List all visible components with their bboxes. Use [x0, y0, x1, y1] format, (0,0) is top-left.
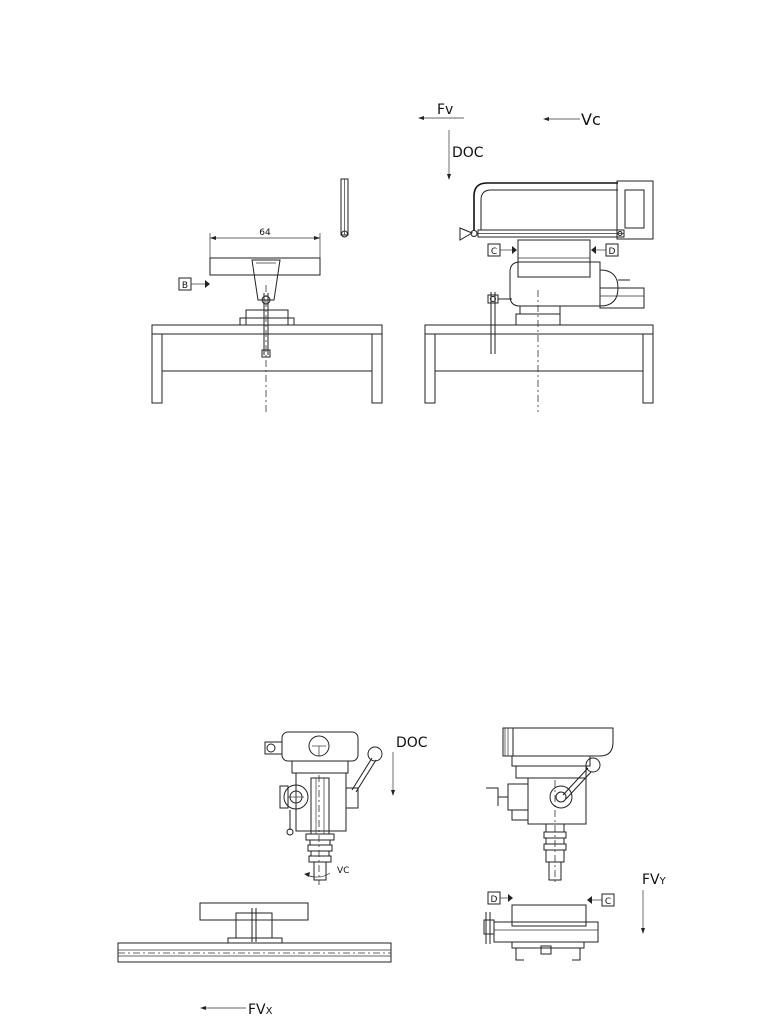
lever-knob-left — [367, 746, 383, 762]
datum-b-label: B — [182, 281, 188, 291]
doc-top-label: DOC — [452, 145, 484, 161]
fvx-label: FVX — [248, 1002, 273, 1018]
arrow-fv: Fv — [418, 102, 464, 120]
long-table — [117, 942, 392, 963]
top-right-view: Fv Vc DOC — [418, 102, 654, 412]
machine-table-right — [424, 324, 654, 404]
dimension-64: 64 — [209, 228, 321, 258]
datum-c-top: C — [487, 243, 517, 257]
cutter-left — [313, 861, 327, 881]
fvy-sub: Y — [659, 876, 667, 887]
vise-bottom-right — [493, 921, 599, 943]
mill-head-side — [502, 727, 614, 757]
fvy-label: FVY — [642, 872, 667, 888]
datum-b: B — [178, 277, 210, 291]
hacksaw-frame — [459, 180, 654, 241]
machine-table-left — [151, 324, 383, 404]
doc-bottom-label: DOC — [396, 735, 428, 751]
arrow-vc-bottom: VC — [304, 866, 349, 878]
workpiece-right — [517, 239, 591, 278]
datum-c-bottom-label: C — [605, 897, 611, 907]
fvx-main: FV — [248, 1002, 266, 1018]
arrow-doc-top: DOC — [447, 130, 484, 180]
workpiece-bottom-right — [511, 904, 587, 927]
bottom-left-view: VC DOC FVX — [117, 731, 428, 1018]
vc-bottom-label: VC — [337, 866, 349, 876]
fvx-sub: X — [266, 1006, 273, 1017]
end-mill-detail — [340, 178, 349, 238]
bottom-right-view: D C FVY — [483, 727, 667, 961]
vise-bottom-left — [235, 912, 273, 939]
datum-d-bottom: D — [487, 891, 513, 905]
datum-d-top: D — [591, 243, 619, 257]
holder-cone — [251, 259, 281, 301]
datum-d-bottom-label: D — [491, 895, 498, 905]
arrow-vc-top: Vc — [543, 110, 601, 129]
workpiece-bottom-left — [199, 902, 309, 921]
top-left-view: 64 B — [151, 178, 383, 412]
arrow-doc-bottom: DOC — [391, 735, 428, 796]
fv-label: Fv — [437, 102, 453, 118]
datum-d-top-label: D — [609, 247, 616, 257]
fvy-main: FV — [642, 872, 660, 888]
vc-top-label: Vc — [581, 110, 601, 129]
dimension-64-label: 64 — [259, 228, 271, 238]
vise-handle-right — [487, 292, 512, 354]
lever-knob-right — [585, 757, 601, 773]
workpiece-left — [209, 257, 321, 276]
vise-right — [509, 261, 645, 326]
datum-c-bottom: C — [587, 893, 615, 907]
arrow-fvy: FVY — [641, 872, 667, 934]
datum-c-top-label: C — [491, 247, 497, 257]
arrow-fvx: FVX — [200, 1002, 273, 1018]
